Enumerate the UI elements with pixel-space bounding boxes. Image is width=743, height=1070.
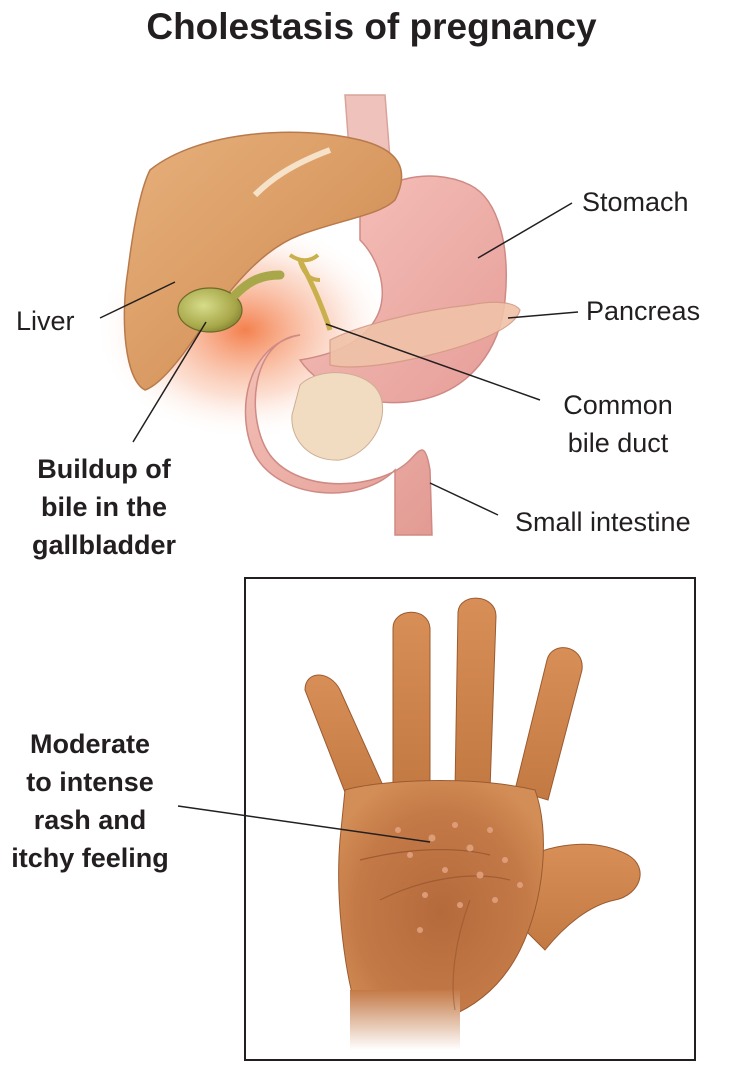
label-gallbladder-buildup: Buildup of bile in the gallbladder — [31, 454, 177, 560]
leader-lines-organs — [99, 202, 579, 516]
label-stomach: Stomach — [582, 187, 689, 217]
hepatic-ducts — [288, 253, 321, 282]
small-intestine-shape — [244, 334, 433, 536]
rash-bumps — [395, 822, 523, 933]
hand-illustration — [304, 597, 641, 1050]
label-liver: Liver — [16, 306, 75, 336]
label-pancreas: Pancreas — [586, 296, 701, 326]
pancreas-shape — [329, 301, 521, 368]
leader-line-rash — [177, 805, 431, 843]
label-small-intestine: Small intestine — [515, 507, 691, 537]
label-common-bile-duct: Common bile duct — [563, 390, 673, 458]
gallbladder-neck — [230, 270, 285, 300]
figure-title: Cholestasis of pregnancy — [146, 6, 597, 47]
falciform-ligament — [252, 147, 332, 198]
pancreas-head — [291, 372, 384, 461]
label-rash: Moderate to intense rash and itchy feeli… — [11, 729, 169, 873]
gallbladder-shape — [177, 287, 243, 333]
